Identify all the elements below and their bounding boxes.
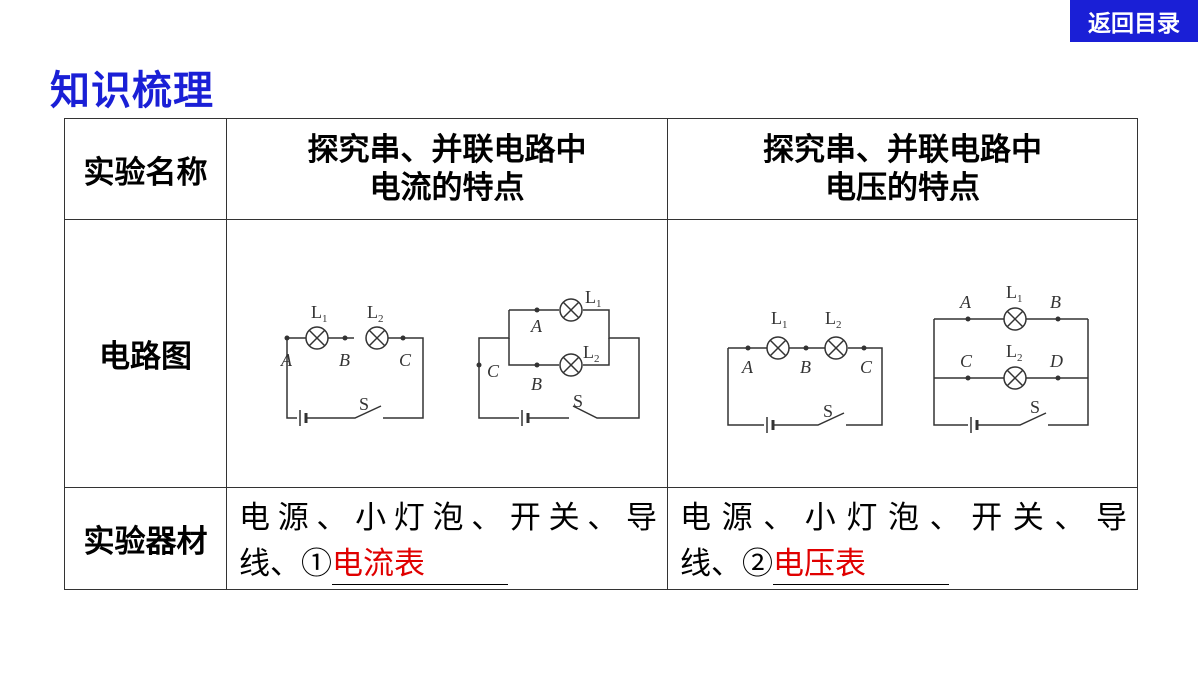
point-label-b: B [1050,292,1061,312]
lamp-icon [824,336,848,360]
back-to-contents-button[interactable]: 返回目录 [1070,0,1198,42]
point-label-c: C [399,350,412,370]
point-label-a: A [741,357,754,377]
answer-blank-2: 电压表 [773,544,949,585]
wire [1048,319,1089,426]
point-label-b: B [800,357,811,377]
point-label-a: A [959,292,972,312]
voltage-circuit-diagrams: L1 L2 A B C S A L1 B C L2 D S [667,219,1138,488]
lamp-icon [305,326,329,350]
lamp-label-l2: L2 [1006,341,1023,364]
switch-icon [978,412,1047,426]
voltage-materials: 电源、小灯泡、开关、导 线、②电压表 [667,487,1138,590]
point-label-b: B [339,350,350,370]
lamp-label-l1: L1 [311,302,328,325]
lamp-label-l2: L2 [825,308,842,331]
voltage-circuits-svg: L1 L2 A B C S A L1 B C L2 D S [727,282,1089,433]
point-label-b: B [531,374,542,394]
materials-line: 线、②电压表 [680,541,1127,587]
wire [933,319,968,426]
switch-icon [774,412,845,426]
materials-text: 线、② [680,545,773,582]
switch-label-s: S [1030,397,1040,417]
row-label-diagram: 电路图 [64,219,227,488]
materials-line: 电源、小灯泡、开关、导 [680,499,1127,536]
point-label-c: C [960,351,973,371]
point-label-c: C [860,357,873,377]
page-title: 知识梳理 [50,68,214,114]
point-label-d: D [1049,351,1063,371]
lamp-label-l1: L1 [771,308,788,331]
experiment-table: 实验名称 探究串、并联电路中 电流的特点 探究串、并联电路中 电压的特点 电路图 [64,118,1138,590]
row-label-name: 实验名称 [64,118,227,220]
title-line: 探究串、并联电路中 [307,132,587,168]
switch-label-s: S [359,394,369,414]
table-row: 电路图 [64,219,1138,488]
point-label-a: A [280,350,293,370]
switch-label-s: S [573,391,583,411]
lamp-label-l2: L2 [367,302,384,325]
title-line: 电压的特点 [825,170,980,206]
point-label-c: C [487,361,500,381]
lamp-icon [559,298,583,322]
lamp-icon [1003,307,1027,331]
wire [508,338,559,366]
title-line: 探究串、并联电路中 [763,132,1042,168]
lamp-label-l1: L1 [1006,282,1023,305]
title-line: 电流的特点 [369,170,525,206]
current-circuits-svg: L1 L2 A B C S L1 L2 A B C S [280,287,640,426]
wire [583,338,610,366]
switch-label-s: S [823,401,833,421]
voltage-experiment-title: 探究串、并联电路中 电压的特点 [667,118,1138,220]
switch-icon [307,405,382,419]
lamp-icon [365,326,389,350]
lamp-icon [766,336,790,360]
wire [383,337,424,419]
row-label-materials: 实验器材 [64,487,227,590]
wire [572,309,640,419]
lamp-icon [559,353,583,377]
current-experiment-title: 探究串、并联电路中 电流的特点 [226,118,668,220]
materials-text: 线、① [239,545,332,582]
point-label-a: A [530,316,543,336]
table-row: 实验器材 电源、小灯泡、开关、导 线、①电流表 电源、小灯泡、开关、导 线、②电… [64,487,1138,590]
wire [286,338,297,419]
answer-blank-1: 电流表 [332,544,508,585]
current-circuit-diagrams: L1 L2 A B C S L1 L2 A B C S [226,219,668,488]
lamp-label-l2: L2 [583,342,600,365]
wire [478,310,519,419]
materials-line: 电源、小灯泡、开关、导 [239,499,657,536]
current-materials: 电源、小灯泡、开关、导 线、①电流表 [226,487,668,590]
wire [727,348,764,426]
lamp-label-l1: L1 [585,287,602,310]
materials-line: 线、①电流表 [239,541,657,587]
lamp-icon [1003,366,1027,390]
table-row: 实验名称 探究串、并联电路中 电流的特点 探究串、并联电路中 电压的特点 [64,118,1138,220]
